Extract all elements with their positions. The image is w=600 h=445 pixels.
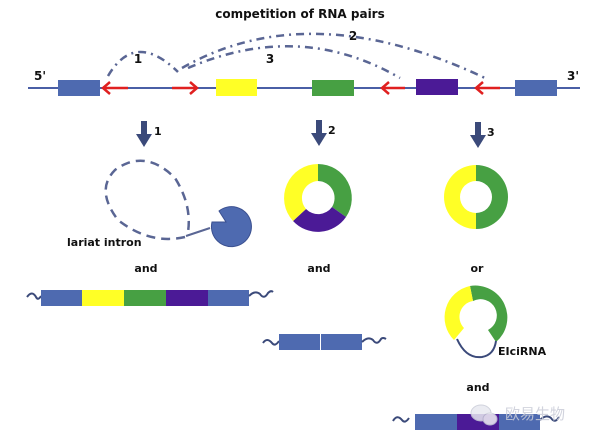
five-prime-label: 5': [34, 69, 46, 83]
down-arrow-3: [470, 122, 486, 148]
connector-or: or: [471, 262, 485, 275]
mrna1-exon-purple: [166, 290, 208, 306]
red-arrow-left-1: [101, 81, 128, 95]
pair-label-1: 1: [134, 52, 142, 66]
circ2-segment-yellow: [284, 164, 318, 221]
exon-blue-left: [58, 80, 100, 96]
connector-and-1: and: [134, 262, 157, 275]
eicirna-segment-yellow: [444, 286, 473, 340]
mrna1-exon-yellow: [82, 290, 124, 306]
circ2-segment-purple: [293, 207, 346, 232]
mrna1-exon-blue-2: [208, 290, 249, 306]
debranching-enzyme-icon: [210, 206, 252, 248]
mrna2-exon-blue-1: [279, 334, 320, 350]
watermark: 欧易生物: [470, 404, 565, 426]
mrna-tail-left-3: [392, 416, 410, 423]
three-prime-label: 3': [567, 69, 579, 83]
down-arrow-1: [136, 121, 152, 147]
mrna3-exon-blue-1: [415, 414, 457, 430]
red-arrow-right: [172, 81, 199, 95]
mrna1-exon-blue-1: [41, 290, 82, 306]
pathway-label-1: 1: [154, 125, 162, 138]
connector-and-2: and: [307, 262, 330, 275]
mrna1-exon-green: [124, 290, 166, 306]
eicirna: [444, 285, 508, 359]
exon-yellow: [216, 79, 257, 96]
exon-purple: [416, 79, 458, 95]
lariat-intron-label: lariat intron: [67, 236, 142, 249]
pair-label-2: 2: [349, 29, 357, 43]
circrna-three-exons: [284, 164, 352, 232]
pair-arc-2: [181, 32, 486, 80]
red-arrow-left-2: [380, 81, 405, 95]
pathway-label-2: 2: [328, 124, 336, 137]
mrna-tail-left-2: [262, 339, 280, 346]
mrna-tail-right-2: [361, 337, 387, 344]
watermark-text: 欧易生物: [505, 405, 565, 423]
diagram-title: competition of RNA pairs: [215, 7, 385, 21]
mrna2-exon-blue-2: [321, 334, 362, 350]
exon-blue-right: [515, 80, 557, 96]
ecircrna-two-exons: [444, 165, 508, 229]
eicirna-intron-arc: [456, 338, 497, 359]
eicirna-segment-green: [470, 285, 508, 342]
circ3-segment-yellow: [444, 165, 476, 229]
pathway-label-3: 3: [487, 126, 495, 139]
mrna3-exon-blue-2: [499, 414, 540, 430]
eicirna-label: EIciRNA: [498, 345, 547, 358]
connector-and-3: and: [466, 381, 489, 394]
down-arrow-2: [311, 120, 327, 146]
lariat-connector: [185, 227, 211, 237]
exon-green: [312, 80, 354, 96]
circ3-segment-green: [476, 165, 508, 229]
red-arrow-left-3: [474, 81, 500, 95]
pair-label-3: 3: [266, 52, 274, 66]
mrna-tail-left-1: [26, 292, 42, 300]
circ2-segment-green: [318, 164, 352, 217]
lariat-intron-loop: [104, 159, 190, 241]
mrna-tail-right-1: [248, 290, 274, 298]
mrna-tail-right-3: [539, 415, 560, 422]
pair-arc-1: [106, 50, 179, 77]
